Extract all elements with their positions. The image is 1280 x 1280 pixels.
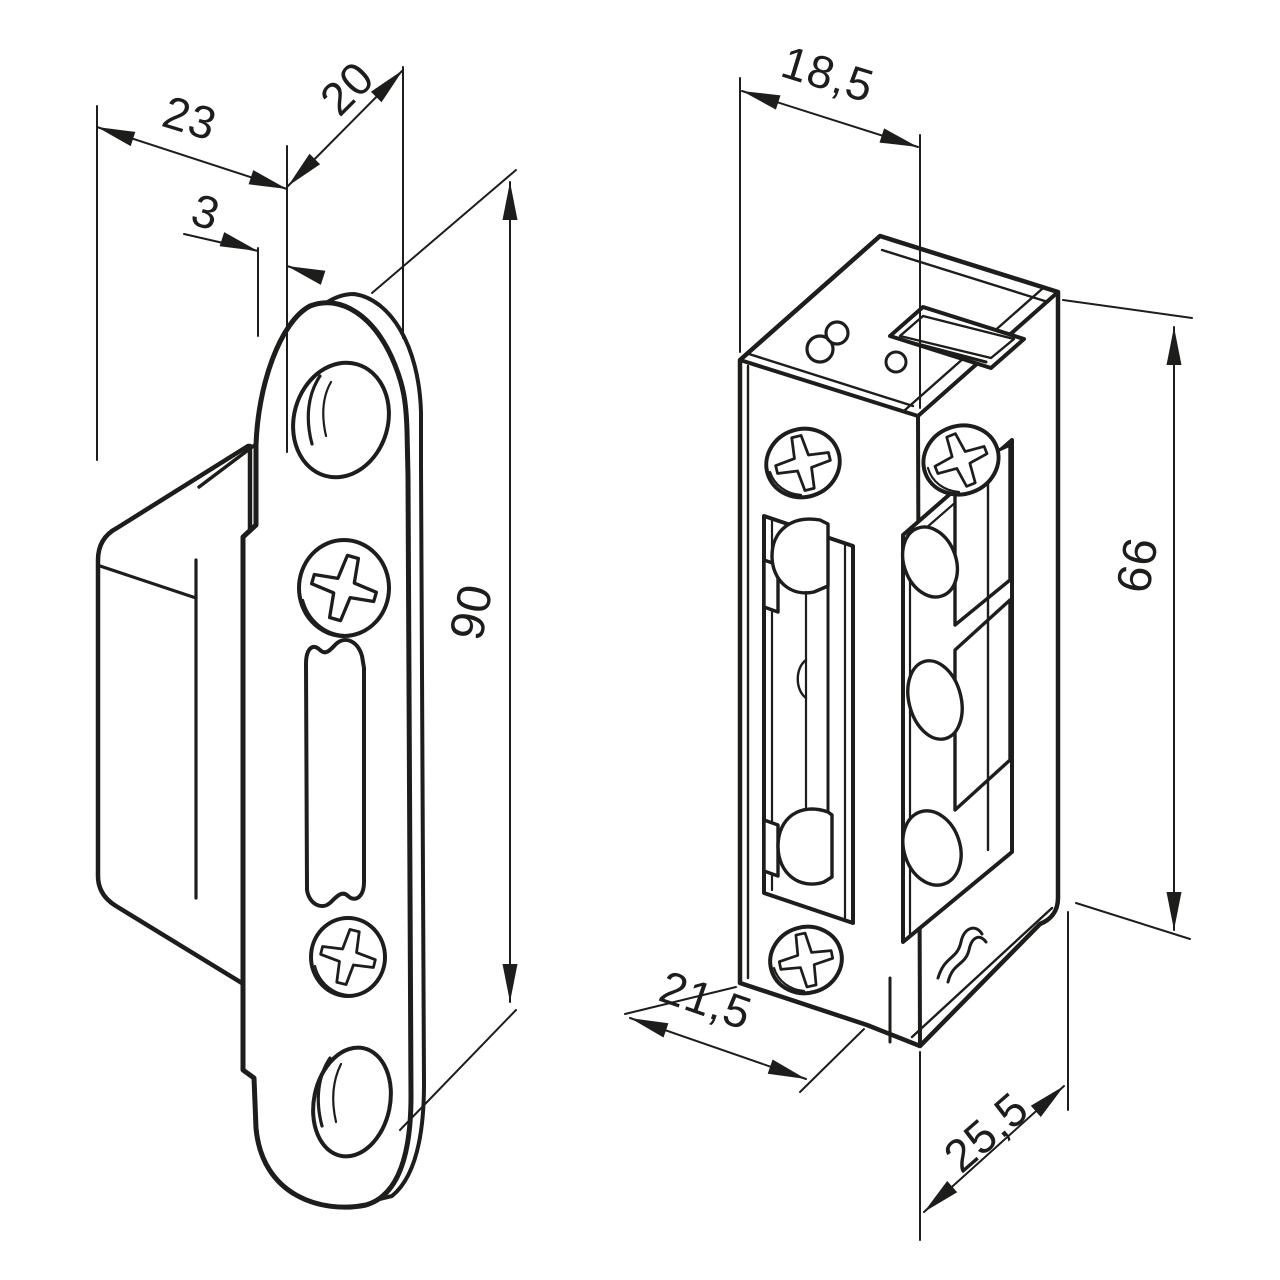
dimension-20: [287, 66, 404, 339]
top-pin-hole-2: [824, 320, 850, 346]
dimension-3: [183, 232, 326, 337]
mortise-box: [95, 443, 253, 991]
top-lug-hole: [291, 360, 391, 480]
dimension-25-5: [919, 911, 1069, 1241]
dimension-90: [371, 169, 518, 1131]
top-screw: [297, 538, 391, 638]
bottom-screw: [309, 916, 387, 998]
right-view-drawing: [624, 77, 1193, 1241]
front-top-screw: [764, 426, 842, 500]
latch-slot: [304, 638, 366, 908]
dimension-18-5: [739, 77, 921, 409]
dimension-21-5: [624, 986, 865, 1093]
latch-window: [888, 305, 1026, 370]
dim-label-height-left: 90: [440, 579, 504, 645]
left-view-drawing: [95, 66, 518, 1210]
top-pin-hole: [805, 334, 835, 364]
bottom-lug-hole: [311, 1045, 393, 1159]
dimension-23: [96, 105, 288, 461]
front-bottom-screw: [768, 924, 844, 996]
keeper: [762, 517, 834, 886]
dimension-66: [1062, 299, 1193, 940]
dim-label-height-right: 66: [1107, 533, 1169, 597]
top-small-hole: [884, 350, 908, 374]
side-screw: [921, 423, 1001, 497]
